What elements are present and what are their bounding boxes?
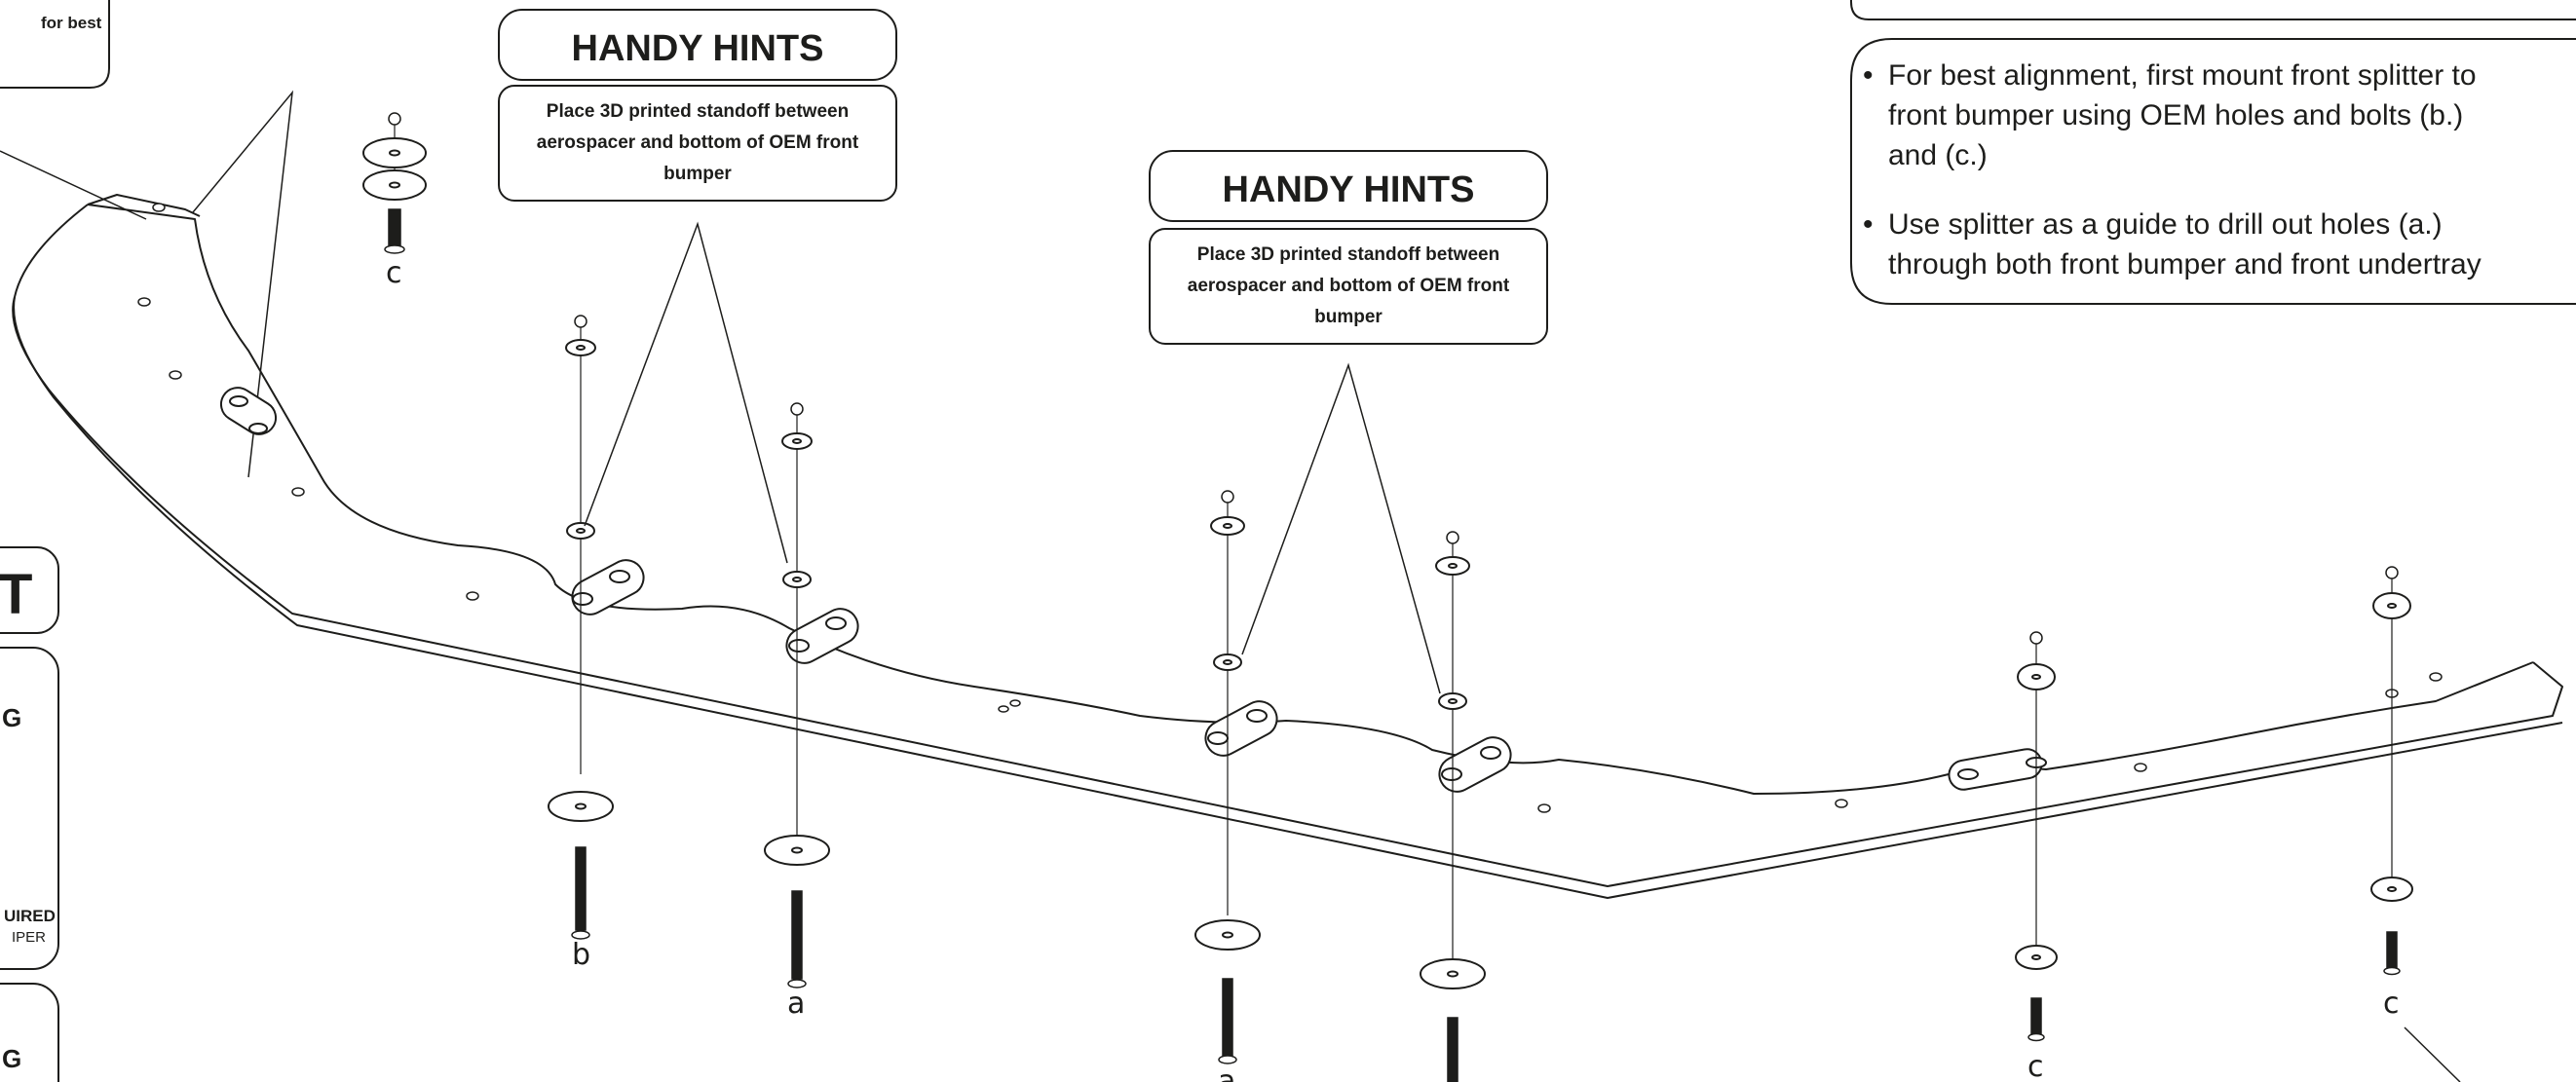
- note-line: Use splitter as a guide to drill out hol…: [1888, 208, 2443, 241]
- top-left-leaders: [0, 90, 294, 478]
- handy-hints-title: HANDY HINTS: [572, 28, 824, 69]
- handy-hints-leaders: [584, 221, 788, 564]
- handy-hints-line: bumper: [1314, 307, 1383, 327]
- handy-hints-leaders: [1241, 362, 1441, 694]
- left-panel-g-letter-1: G: [2, 703, 21, 732]
- left-panel-box-2: [0, 983, 59, 1082]
- handy-hints-body-box: [1149, 228, 1548, 345]
- bolt: [1447, 1017, 1458, 1082]
- far-right-leader: [2404, 1026, 2461, 1082]
- label-c-far-right: c: [2383, 987, 2400, 1021]
- handy-hints-line: bumper: [663, 164, 732, 184]
- nuts: [388, 112, 2399, 645]
- bolts: [384, 208, 2401, 1082]
- splitter-lower-edge: [13, 296, 2563, 899]
- handy-hints-line: aerospacer and bottom of OEM front: [537, 132, 859, 153]
- handy-hints-title: HANDY HINTS: [1223, 169, 1475, 210]
- handy-hints-line: Place 3D printed standoff between: [1197, 244, 1499, 265]
- left-panel-title-letter: T: [0, 563, 32, 626]
- bolt: [787, 890, 807, 989]
- handy-hints-line: Place 3D printed standoff between: [547, 101, 849, 122]
- note-line: through both front bumper and front unde…: [1888, 248, 2481, 280]
- notes-header-box: [1850, 0, 2576, 20]
- splitter-top-edge: [87, 194, 201, 217]
- aerospacer-pad: [571, 559, 645, 616]
- note-line: and (c.): [1888, 139, 1988, 171]
- top-left-callout: for best: [0, 0, 110, 89]
- handy-hints-callout-2: HANDY HINTS Place 3D printed standoff be…: [1149, 150, 1548, 694]
- handy-hints-title-box: [498, 9, 897, 81]
- aerospacer-pad: [219, 387, 278, 435]
- notes-body-box: [1850, 38, 2576, 305]
- fastener-labels: c b a a c c: [386, 256, 2400, 1082]
- note-bullet: •: [1863, 59, 1874, 92]
- bolt: [384, 208, 405, 254]
- top-left-callout-text: for best: [41, 14, 102, 32]
- notes-panel: • For best alignment, first mount front …: [1850, 0, 2576, 305]
- label-b-left: b: [572, 938, 590, 972]
- aerospacer-pad: [1438, 736, 1512, 793]
- bolt: [2383, 931, 2401, 976]
- washers: [362, 137, 2413, 989]
- aerospacer-pads: [219, 387, 2047, 793]
- note-line: front bumper using OEM holes and bolts (…: [1888, 99, 2463, 131]
- aerospacer-pad: [1204, 700, 1278, 757]
- aerospacer-pad: [1948, 748, 2047, 791]
- handy-hints-line: aerospacer and bottom of OEM front: [1188, 276, 1510, 296]
- left-panel-title-box: [0, 546, 59, 634]
- splitter-holes: [137, 203, 2443, 813]
- label-c-right-center: c: [2027, 1050, 2044, 1082]
- handy-hints-body-box: [498, 85, 897, 202]
- handy-hints-title-box: [1149, 150, 1548, 222]
- aerospacer-pad: [785, 608, 859, 664]
- handy-hints-callout-1: HANDY HINTS Place 3D printed standoff be…: [498, 9, 897, 564]
- label-a-center: a: [1218, 1064, 1235, 1082]
- note-bullet: •: [1863, 208, 1874, 241]
- left-panel: T G UIRED IPER G: [0, 546, 59, 1082]
- left-panel-required-text: UIRED: [4, 907, 56, 925]
- label-c-top-left: c: [386, 256, 402, 290]
- note-line: For best alignment, first mount front sp…: [1888, 59, 2477, 92]
- bolt: [2027, 997, 2045, 1042]
- label-a-left: a: [787, 987, 805, 1021]
- bolt: [1218, 978, 1237, 1064]
- left-panel-g-letter-2: G: [2, 1044, 21, 1073]
- bolt: [571, 846, 590, 940]
- left-panel-bumper-text: IPER: [12, 929, 46, 946]
- left-panel-box-1: [0, 647, 59, 970]
- standoffs: [566, 522, 1467, 710]
